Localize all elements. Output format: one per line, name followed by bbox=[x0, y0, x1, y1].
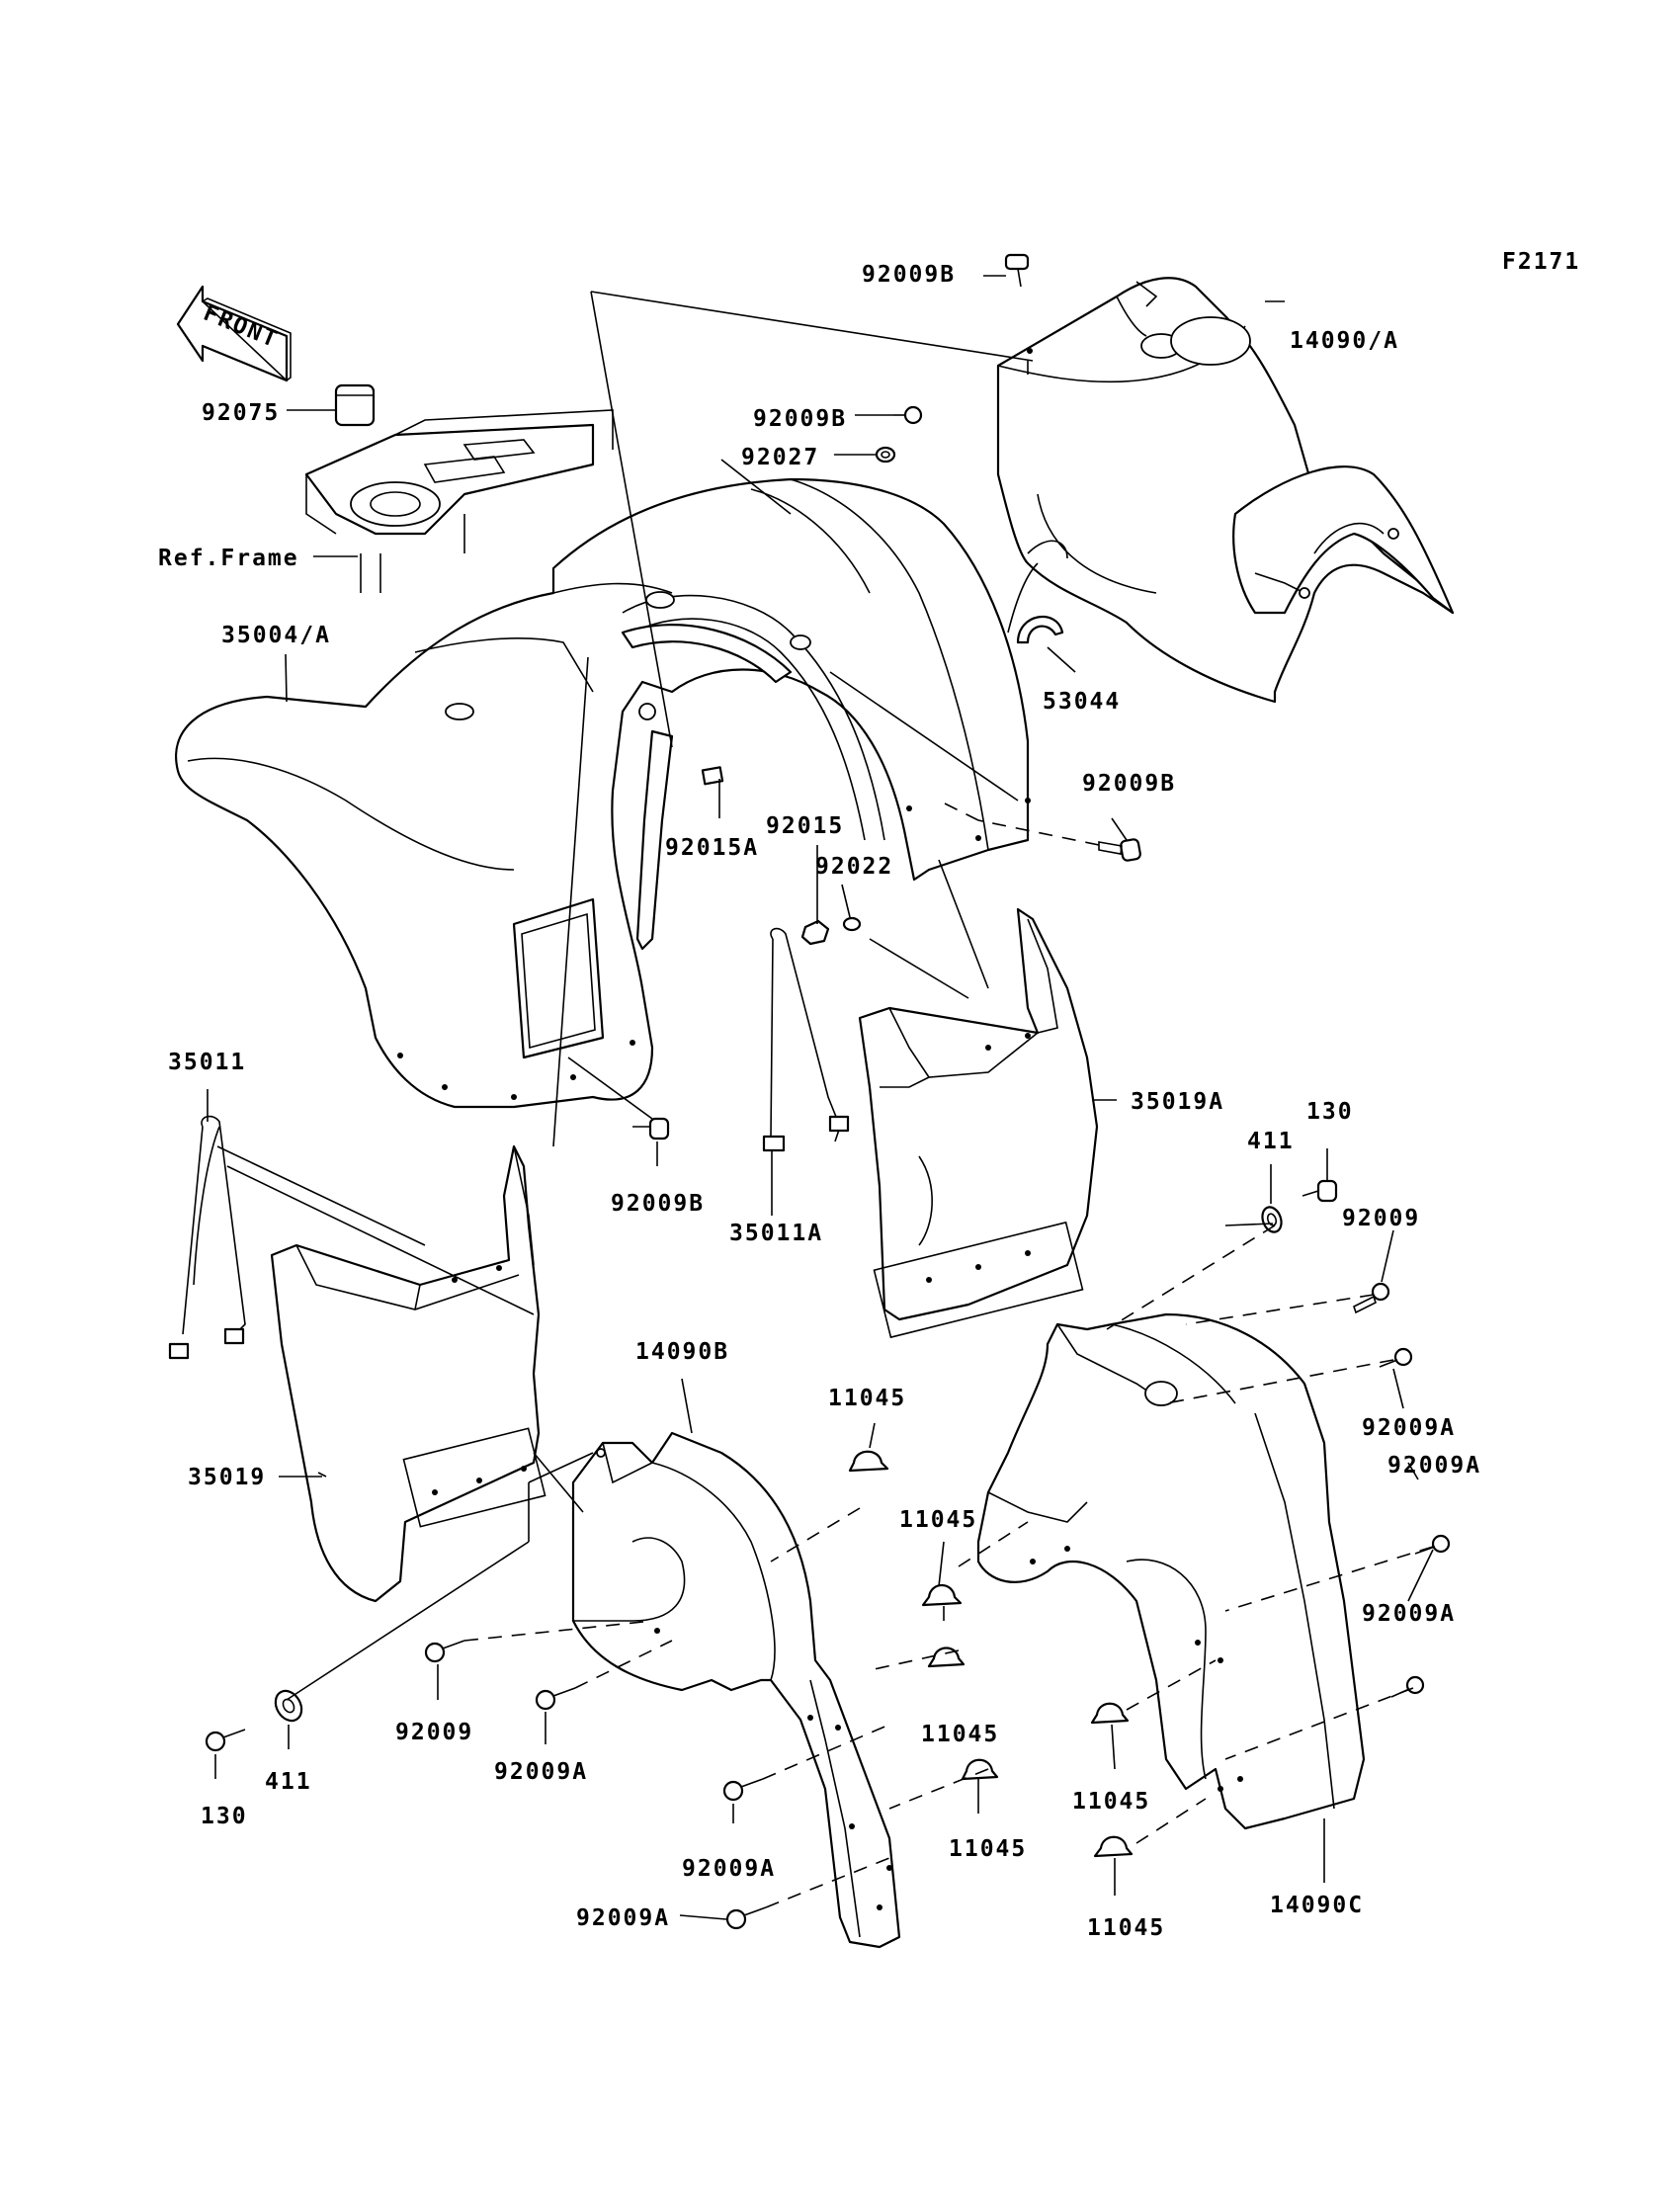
label-35011: 35011 bbox=[168, 1050, 246, 1075]
label-92075: 92075 bbox=[202, 400, 280, 426]
bolt-icon bbox=[893, 405, 923, 425]
label-35011A: 35011A bbox=[729, 1221, 823, 1246]
label-92022: 92022 bbox=[815, 854, 893, 880]
washer-icon bbox=[274, 1689, 303, 1723]
clip-icon bbox=[701, 766, 724, 786]
clip-icon bbox=[1090, 1702, 1130, 1725]
side-cover-14090B bbox=[571, 1431, 901, 1949]
label-92009A-r3: 92009A bbox=[1362, 1601, 1456, 1627]
label-92009A-bot1: 92009A bbox=[682, 1856, 776, 1882]
label-14090C: 14090C bbox=[1270, 1893, 1364, 1918]
stay-35011 bbox=[168, 1115, 246, 1360]
bolt-icon bbox=[1098, 838, 1141, 862]
inner-fender-35019A bbox=[858, 907, 1099, 1339]
leader-lines bbox=[207, 275, 1434, 1920]
front-cover-14090A bbox=[996, 277, 1455, 704]
label-92009B-top: 92009B bbox=[862, 262, 956, 288]
label-92009A-r2: 92009A bbox=[1387, 1453, 1481, 1479]
inner-fender-35019 bbox=[270, 1144, 546, 1603]
washer-icon bbox=[842, 916, 862, 932]
washer-icon bbox=[875, 446, 896, 464]
part-labels: F2171 92009B 14090/A 92075 92009B 92027 … bbox=[158, 249, 1580, 1941]
front-fender-35004A bbox=[175, 477, 1031, 1109]
label-11045-e: 11045 bbox=[949, 1836, 1027, 1862]
label-92009B-mid: 92009B bbox=[753, 406, 847, 432]
label-11045-f: 11045 bbox=[1087, 1915, 1165, 1941]
bolt-icon bbox=[1390, 1675, 1425, 1698]
label-411-right: 411 bbox=[1247, 1129, 1295, 1154]
label-14090A: 14090/A bbox=[1290, 328, 1399, 354]
label-92015: 92015 bbox=[766, 813, 844, 839]
label-53044: 53044 bbox=[1043, 689, 1121, 715]
label-411-left: 411 bbox=[265, 1769, 312, 1795]
label-11045-b: 11045 bbox=[899, 1507, 977, 1533]
label-11045-a: 11045 bbox=[828, 1386, 906, 1411]
bolt-icon bbox=[205, 1729, 246, 1752]
clip-icon bbox=[921, 1583, 963, 1607]
clip-icon bbox=[1093, 1835, 1134, 1858]
label-92009-right: 92009 bbox=[1342, 1206, 1420, 1231]
washer-icon bbox=[1261, 1206, 1283, 1233]
figure-code: F2171 bbox=[1502, 249, 1580, 275]
label-92009A-left: 92009A bbox=[494, 1759, 588, 1785]
label-35019: 35019 bbox=[188, 1465, 266, 1490]
fasteners bbox=[205, 253, 1451, 1930]
label-92009B-right: 92009B bbox=[1082, 771, 1176, 797]
label-35019A: 35019A bbox=[1131, 1089, 1224, 1115]
bolt-icon bbox=[722, 1778, 764, 1802]
front-arrow-icon: FRONT bbox=[176, 285, 292, 382]
bolt-icon bbox=[424, 1640, 465, 1663]
label-11045-d: 11045 bbox=[1072, 1789, 1150, 1815]
bolt-icon bbox=[1353, 1282, 1390, 1314]
label-92027: 92027 bbox=[741, 445, 819, 470]
label-92009A-r1: 92009A bbox=[1362, 1415, 1456, 1441]
side-cover-14090C bbox=[976, 1312, 1366, 1830]
label-130-left: 130 bbox=[201, 1804, 248, 1829]
label-92015A: 92015A bbox=[665, 835, 759, 861]
clip-icon bbox=[927, 1647, 966, 1668]
label-11045-c: 11045 bbox=[921, 1722, 999, 1747]
label-92009A-bot2: 92009A bbox=[576, 1905, 670, 1931]
label-92009B-low: 92009B bbox=[611, 1191, 705, 1217]
bolt-icon bbox=[725, 1906, 767, 1930]
nut-icon bbox=[800, 919, 830, 946]
label-35004A: 35004/A bbox=[221, 623, 331, 648]
bolt-icon bbox=[632, 1117, 670, 1141]
frame-reference bbox=[304, 383, 614, 593]
stay-35011A bbox=[762, 927, 850, 1152]
bolt-icon bbox=[1379, 1347, 1413, 1368]
label-14090B: 14090B bbox=[635, 1339, 729, 1365]
label-92009-left: 92009 bbox=[395, 1720, 473, 1745]
bolt-icon bbox=[1302, 1179, 1338, 1203]
label-130-right: 130 bbox=[1306, 1099, 1354, 1125]
clip-icon bbox=[961, 1758, 999, 1781]
bolt-icon bbox=[1004, 253, 1030, 288]
bolt-icon bbox=[535, 1687, 576, 1711]
clip-icon bbox=[848, 1450, 889, 1473]
label-ref-frame: Ref.Frame bbox=[158, 546, 299, 571]
